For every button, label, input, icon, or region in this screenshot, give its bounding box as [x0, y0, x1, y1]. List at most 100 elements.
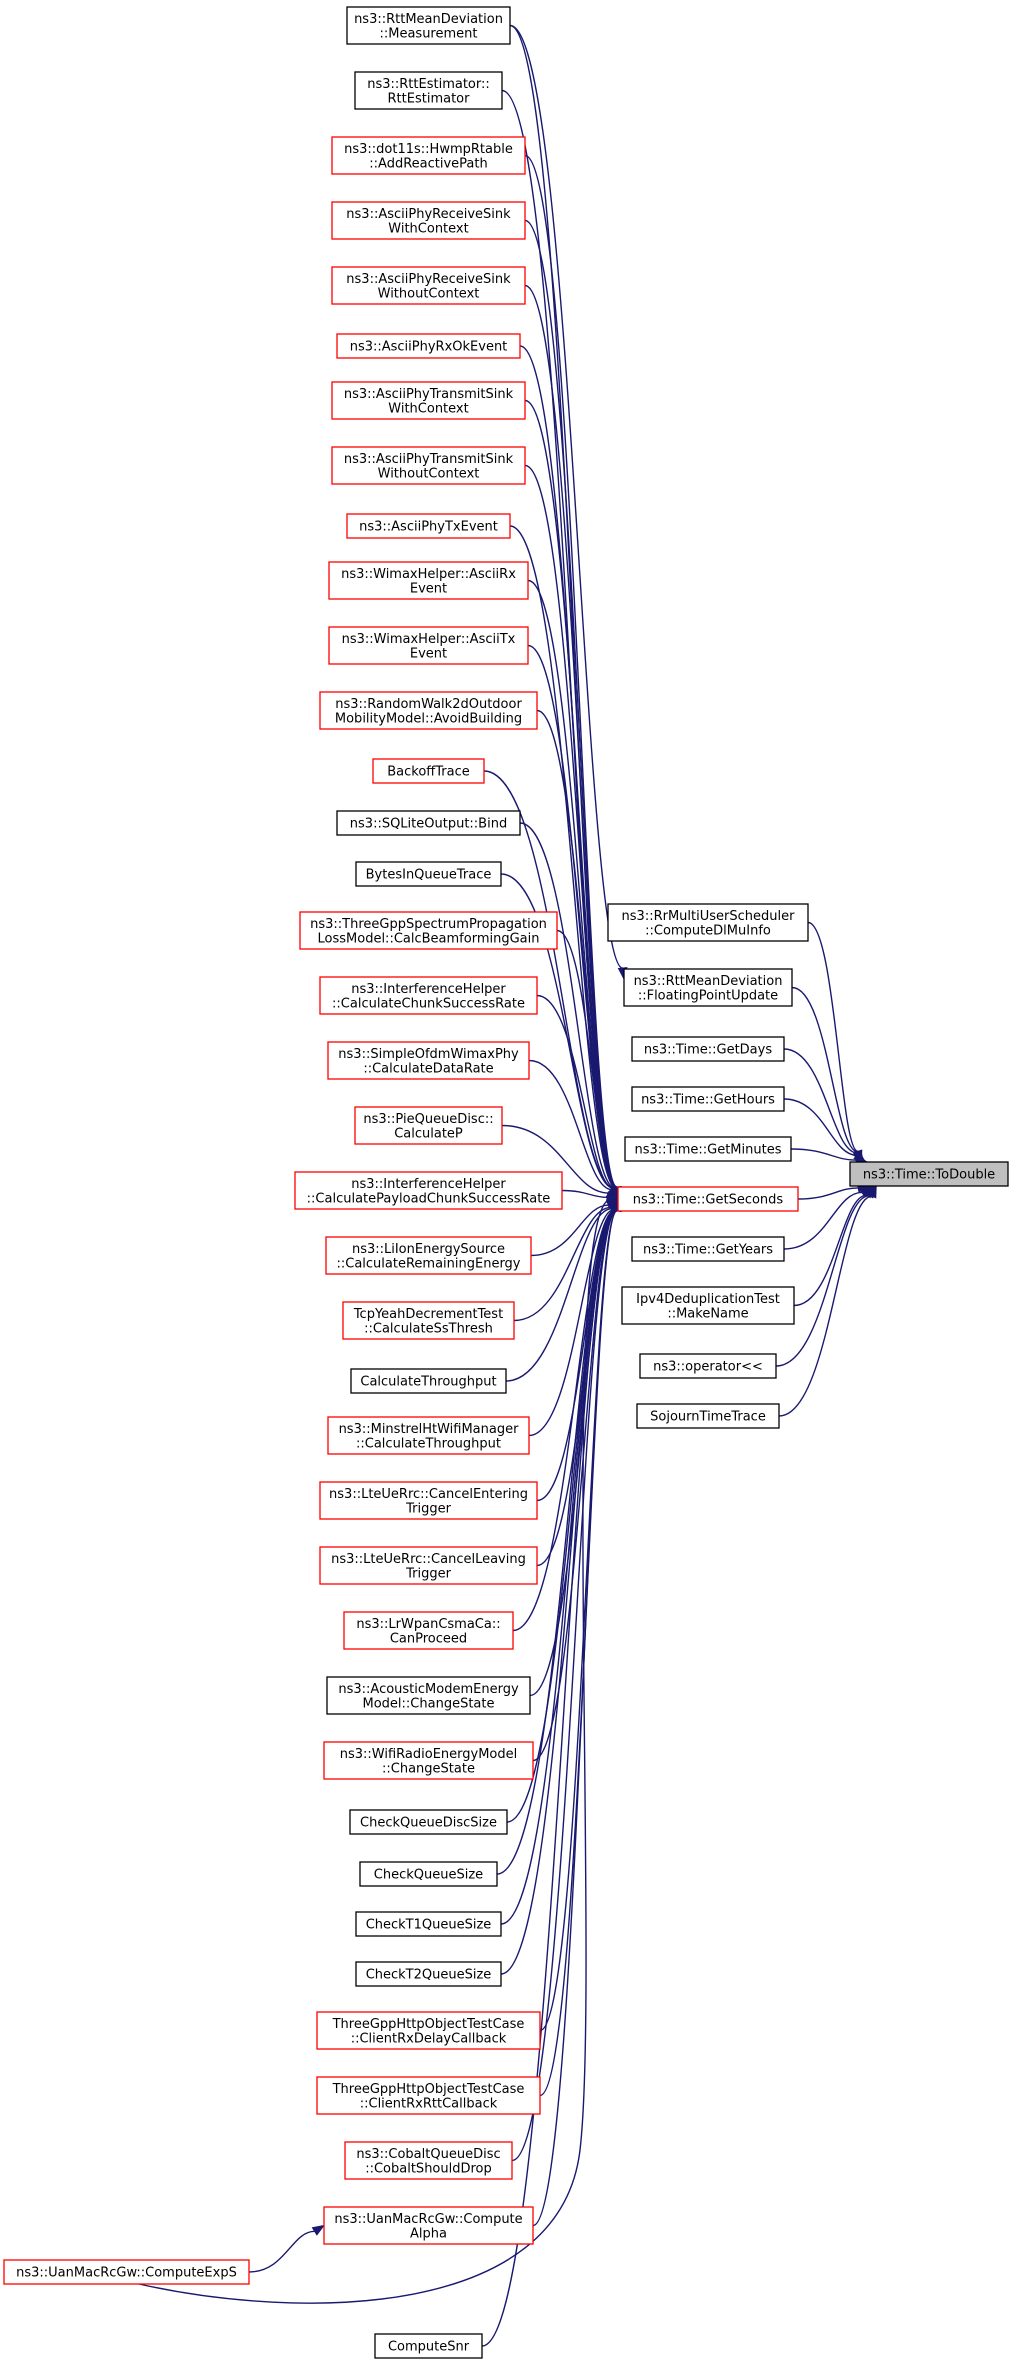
- node-tcpyeahdecrementtest-calculatessthresh-box[interactable]: [342, 1301, 515, 1340]
- node-ns3-rttmeandeviation-measurement-box[interactable]: [346, 6, 511, 45]
- node-ns3-wifiradioenergymodel-changestate[interactable]: ns3::WifiRadioEnergyModel::ChangeState: [323, 1741, 534, 1780]
- node-ns3-sqliteoutput-bind[interactable]: ns3::SQLiteOutput::Bind: [336, 810, 521, 836]
- node-ns3-time-getminutes-box[interactable]: [624, 1136, 792, 1162]
- node-threegpphttpobjecttestcase-clientrxdelaycallback[interactable]: ThreeGppHttpObjectTestCase::ClientRxDela…: [316, 2011, 541, 2050]
- node-ns3-asciiphyreceivesink-withoutcontext-box[interactable]: [331, 266, 526, 305]
- node-ns3-rttestimator-rttestimator-box[interactable]: [354, 71, 503, 110]
- node-checkqueuesize[interactable]: CheckQueueSize: [359, 1861, 498, 1887]
- node-ns3-threegppspectrumpropagation-lossmodel-calcbeamforminggain-box[interactable]: [299, 911, 558, 950]
- node-ns3-uanmacrcgw-computeexps-box[interactable]: [3, 2259, 250, 2285]
- node-ns3-asciiphyrxokevent-box[interactable]: [336, 333, 521, 359]
- node-ns3-uanmacrcgw-computeexps[interactable]: ns3::UanMacRcGw::ComputeExpS: [3, 2259, 250, 2285]
- node-ns3-acousticmodemenergy-model-changestate[interactable]: ns3::AcousticModemEnergyModel::ChangeSta…: [326, 1676, 531, 1715]
- node-ns3-asciiphyrxokevent[interactable]: ns3::AsciiPhyRxOkEvent: [336, 333, 521, 359]
- node-target-todouble-box[interactable]: [849, 1161, 1009, 1187]
- node-sojourntimetrace-box[interactable]: [636, 1403, 780, 1429]
- node-sojourntimetrace[interactable]: SojournTimeTrace: [636, 1403, 780, 1429]
- node-ns3-time-gethours[interactable]: ns3::Time::GetHours: [631, 1086, 785, 1112]
- node-calculatethroughput[interactable]: CalculateThroughput: [350, 1368, 507, 1394]
- node-calculatethroughput-box[interactable]: [350, 1368, 507, 1394]
- node-ns3-time-getdays-box[interactable]: [631, 1036, 785, 1062]
- node-ns3-operator-box[interactable]: [639, 1353, 777, 1379]
- node-checkqueuediscsize-box[interactable]: [349, 1809, 508, 1835]
- node-ns3-liionenergysource-calculateremainingenergy-box[interactable]: [325, 1236, 532, 1275]
- node-target-todouble[interactable]: ns3::Time::ToDouble: [849, 1161, 1009, 1187]
- node-ns3-asciiphytransmitsink-withoutcontext-box[interactable]: [331, 446, 526, 485]
- node-ns3-minstrelhtwifimanager-calculatethroughput-box[interactable]: [327, 1416, 530, 1455]
- node-ns3-sqliteoutput-bind-box[interactable]: [336, 810, 521, 836]
- node-computesnr-box[interactable]: [374, 2333, 483, 2359]
- node-checkt2queuesize[interactable]: CheckT2QueueSize: [355, 1961, 502, 1987]
- node-bytesinqueuetrace[interactable]: BytesInQueueTrace: [355, 861, 502, 887]
- node-ns3-rttmeandeviation-floatingpointupdate-box[interactable]: [623, 968, 793, 1007]
- node-ns3-time-getyears[interactable]: ns3::Time::GetYears: [631, 1236, 785, 1262]
- node-ns3-randomwalk2doutdoor-mobilitymodel-avoidbuilding-box[interactable]: [319, 691, 538, 730]
- node-ns3-piequeuedisc-calculatep[interactable]: ns3::PieQueueDisc::CalculateP: [354, 1106, 503, 1145]
- node-ns3-time-gethours-box[interactable]: [631, 1086, 785, 1112]
- node-ns3-rttestimator-rttestimator[interactable]: ns3::RttEstimator::RttEstimator: [354, 71, 503, 110]
- node-ns3-rttmeandeviation-floatingpointupdate[interactable]: ns3::RttMeanDeviation::FloatingPointUpda…: [623, 968, 793, 1007]
- node-ns3-asciiphytxevent-box[interactable]: [346, 513, 511, 539]
- node-ns3-liionenergysource-calculateremainingenergy[interactable]: ns3::LiIonEnergySource::CalculateRemaini…: [325, 1236, 532, 1275]
- node-ns3-time-getseconds-box[interactable]: [617, 1186, 799, 1212]
- node-ns3-rttmeandeviation-measurement[interactable]: ns3::RttMeanDeviation::Measurement: [346, 6, 511, 45]
- node-checkt2queuesize-box[interactable]: [355, 1961, 502, 1987]
- node-ns3-randomwalk2doutdoor-mobilitymodel-avoidbuilding[interactable]: ns3::RandomWalk2dOutdoorMobilityModel::A…: [319, 691, 538, 730]
- node-ns3-interferencehelper-calculatechunksuccessrate[interactable]: ns3::InterferenceHelper::CalculateChunkS…: [319, 976, 538, 1015]
- node-ns3-lrwpancsmaca-canproceed-box[interactable]: [343, 1611, 514, 1650]
- node-threegpphttpobjecttestcase-clientrxrttcallback-box[interactable]: [316, 2076, 541, 2115]
- node-ns3-piequeuedisc-calculatep-box[interactable]: [354, 1106, 503, 1145]
- node-tcpyeahdecrementtest-calculatessthresh[interactable]: TcpYeahDecrementTest::CalculateSsThresh: [342, 1301, 515, 1340]
- node-ns3-wimaxhelper-asciirx-event-box[interactable]: [328, 561, 529, 600]
- node-ns3-rrmultiuserscheduler-computedlmuinfo[interactable]: ns3::RrMultiUserScheduler::ComputeDlMuIn…: [607, 903, 809, 942]
- node-ns3-interferencehelper-calculatepayloadchunksuccessrate-box[interactable]: [294, 1171, 563, 1210]
- node-ns3-time-getyears-box[interactable]: [631, 1236, 785, 1262]
- node-ns3-threegppspectrumpropagation-lossmodel-calcbeamforminggain[interactable]: ns3::ThreeGppSpectrumPropagationLossMode…: [299, 911, 558, 950]
- node-ns3-asciiphytxevent[interactable]: ns3::AsciiPhyTxEvent: [346, 513, 511, 539]
- node-checkt1queuesize-box[interactable]: [355, 1911, 502, 1937]
- node-computesnr[interactable]: ComputeSnr: [374, 2333, 483, 2359]
- node-ns3-acousticmodemenergy-model-changestate-box[interactable]: [326, 1676, 531, 1715]
- node-checkqueuesize-box[interactable]: [359, 1861, 498, 1887]
- node-ns3-wimaxhelper-asciitx-event-box[interactable]: [328, 626, 529, 665]
- node-ns3-lrwpancsmaca-canproceed[interactable]: ns3::LrWpanCsmaCa::CanProceed: [343, 1611, 514, 1650]
- node-ns3-lteuerrc-cancelentering-trigger-box[interactable]: [319, 1481, 538, 1520]
- node-ns3-asciiphyreceivesink-withcontext-box[interactable]: [331, 201, 526, 240]
- node-ns3-time-getminutes[interactable]: ns3::Time::GetMinutes: [624, 1136, 792, 1162]
- node-ns3-rrmultiuserscheduler-computedlmuinfo-box[interactable]: [607, 903, 809, 942]
- node-ns3-interferencehelper-calculatechunksuccessrate-box[interactable]: [319, 976, 538, 1015]
- node-ns3-uanmacrcgw-compute-alpha-box[interactable]: [323, 2206, 534, 2245]
- node-ns3-time-getdays[interactable]: ns3::Time::GetDays: [631, 1036, 785, 1062]
- node-ns3-interferencehelper-calculatepayloadchunksuccessrate[interactable]: ns3::InterferenceHelper::CalculatePayloa…: [294, 1171, 563, 1210]
- node-ns3-asciiphytransmitsink-withcontext-box[interactable]: [331, 381, 526, 420]
- node-bytesinqueuetrace-box[interactable]: [355, 861, 502, 887]
- node-threegpphttpobjecttestcase-clientrxrttcallback[interactable]: ThreeGppHttpObjectTestCase::ClientRxRttC…: [316, 2076, 541, 2115]
- node-threegpphttpobjecttestcase-clientrxdelaycallback-box[interactable]: [316, 2011, 541, 2050]
- node-ns3-cobaltqueuedisc-cobaltshoulddrop-box[interactable]: [344, 2141, 513, 2180]
- node-checkqueuediscsize[interactable]: CheckQueueDiscSize: [349, 1809, 508, 1835]
- node-ns3-simpleofdmwimaxphy-calculatedatarate-box[interactable]: [327, 1041, 530, 1080]
- node-ns3-dot11s-hwmprtable-addreactivepath-box[interactable]: [331, 136, 526, 175]
- node-backofftrace-box[interactable]: [372, 758, 485, 784]
- node-ns3-minstrelhtwifimanager-calculatethroughput[interactable]: ns3::MinstrelHtWifiManager::CalculateThr…: [327, 1416, 530, 1455]
- node-ipv4deduplicationtest-makename-box[interactable]: [621, 1286, 795, 1325]
- node-ns3-cobaltqueuedisc-cobaltshoulddrop[interactable]: ns3::CobaltQueueDisc::CobaltShouldDrop: [344, 2141, 513, 2180]
- node-backofftrace[interactable]: BackoffTrace: [372, 758, 485, 784]
- node-ns3-dot11s-hwmprtable-addreactivepath[interactable]: ns3::dot11s::HwmpRtable::AddReactivePath: [331, 136, 526, 175]
- node-ns3-simpleofdmwimaxphy-calculatedatarate[interactable]: ns3::SimpleOfdmWimaxPhy::CalculateDataRa…: [327, 1041, 530, 1080]
- node-ns3-lteuerrc-cancelleaving-trigger-box[interactable]: [319, 1546, 538, 1585]
- node-ipv4deduplicationtest-makename[interactable]: Ipv4DeduplicationTest::MakeName: [621, 1286, 795, 1325]
- node-ns3-operator[interactable]: ns3::operator<<: [639, 1353, 777, 1379]
- node-ns3-wifiradioenergymodel-changestate-box[interactable]: [323, 1741, 534, 1780]
- node-ns3-time-getseconds[interactable]: ns3::Time::GetSeconds: [617, 1186, 799, 1212]
- node-checkt1queuesize[interactable]: CheckT1QueueSize: [355, 1911, 502, 1937]
